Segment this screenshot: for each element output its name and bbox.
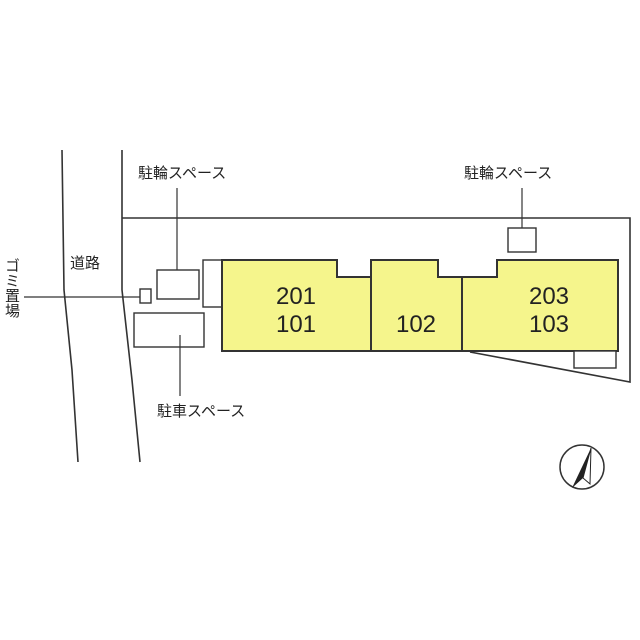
road-edge-right	[121, 150, 141, 463]
unit-201-label: 201	[276, 283, 316, 310]
road-edge-left	[61, 149, 79, 463]
garbage-label: ゴミ置場	[3, 258, 21, 318]
unit-101-label: 101	[276, 311, 316, 338]
bike-space-left-label: 駐輪スペース	[138, 164, 226, 182]
bike-space-right	[507, 227, 537, 253]
entrance-box	[202, 259, 223, 308]
unit-103-label: 103	[529, 311, 569, 338]
site-boundary	[122, 217, 631, 383]
unit-203-label: 203	[529, 283, 569, 310]
building-unit-203-103	[461, 259, 619, 352]
bike-space-left	[156, 269, 200, 300]
parking-space	[133, 312, 205, 348]
parking-space-label: 駐車スペース	[157, 402, 245, 420]
garbage-storage	[139, 288, 152, 304]
unit-102-label: 102	[396, 311, 436, 338]
road-label: 道路	[70, 254, 100, 272]
bike-space-right-label: 駐輪スペース	[464, 164, 552, 182]
corner-box	[573, 350, 617, 369]
north-arrow-icon	[559, 444, 605, 490]
